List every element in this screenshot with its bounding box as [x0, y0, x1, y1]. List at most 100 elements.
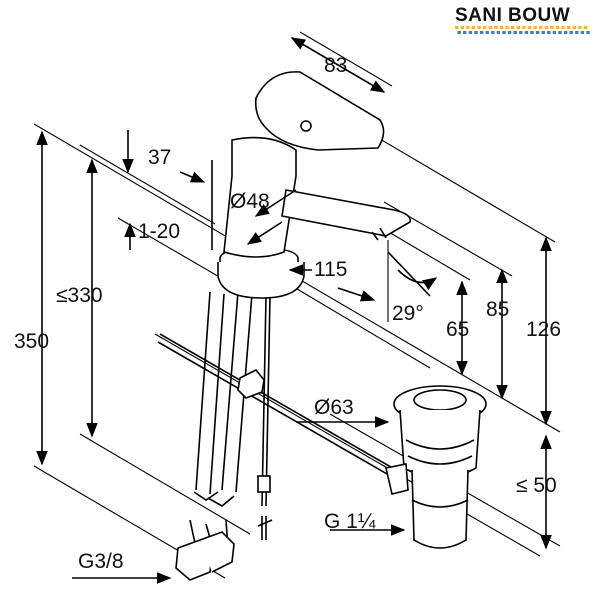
label-handle-width: 83	[324, 54, 347, 77]
brand-dot	[569, 31, 573, 34]
brand-dot	[494, 26, 498, 29]
label-spout-offset: 37	[148, 146, 171, 169]
dim-line-handle-width	[290, 37, 386, 93]
brand-dot	[511, 26, 515, 29]
brand-dot	[502, 31, 506, 34]
brand-dot	[530, 31, 534, 34]
popup-waste	[385, 385, 487, 549]
brand-dot	[471, 26, 476, 29]
spout	[281, 189, 411, 237]
hose-right	[195, 291, 225, 495]
brand-dot	[496, 31, 501, 34]
brand-dot	[555, 26, 560, 29]
brand-dot	[463, 31, 467, 34]
angle-leg	[387, 251, 431, 297]
brand-dot	[539, 26, 543, 29]
brand-name-part1: SANI	[455, 5, 502, 26]
brand-dot	[519, 31, 523, 34]
lift-rod-joint	[257, 475, 271, 493]
top-height-reference-line	[367, 131, 556, 243]
brand-dot	[535, 31, 540, 34]
brand-dot	[572, 26, 576, 29]
label-top-height: 126	[526, 318, 561, 341]
brand-dot	[533, 26, 537, 29]
waste-body-upper	[399, 409, 481, 479]
hose-nut-right	[199, 531, 235, 573]
brand-dot	[541, 31, 545, 34]
label-waste-thread: G 1¼	[324, 510, 376, 533]
waste-plug	[413, 389, 467, 411]
supply-hoses	[157, 291, 397, 581]
label-spout-angle: 29°	[392, 302, 424, 325]
brand-dot	[567, 26, 571, 29]
brand-dot	[483, 26, 487, 29]
pull-rod	[157, 333, 397, 479]
dim-line-diameter-48b	[246, 221, 283, 245]
brand-dot	[479, 31, 484, 34]
lift-rod	[261, 295, 271, 507]
brand-dot	[488, 26, 492, 29]
lift-rod-end	[257, 516, 273, 540]
brand-dot	[580, 31, 585, 34]
faucet	[217, 71, 411, 299]
label-body-diameter: Ø48	[230, 190, 270, 213]
waste-ring	[411, 499, 469, 508]
label-waste-diameter: Ø63	[314, 396, 354, 419]
brand-dot	[527, 26, 532, 29]
brand-dot	[563, 31, 568, 34]
brand-dot	[499, 26, 504, 29]
brand-dot	[477, 26, 481, 29]
brand-dot	[522, 26, 526, 29]
brand-dot	[550, 26, 554, 29]
brand-dot-strip	[455, 26, 590, 34]
waste-pivot	[385, 463, 409, 495]
dim-line-reach-right	[337, 287, 376, 302]
pull-rod-clamp	[237, 368, 265, 399]
deck-washer	[217, 262, 305, 299]
brand-dot	[466, 26, 470, 29]
dimension-labels: 83 37 Ø48 1-20 115 29° ≤330 350 65 85 12…	[14, 54, 561, 573]
dim-arc-angle	[397, 269, 438, 290]
brand-dot	[507, 31, 512, 34]
waste-thread-lines	[405, 439, 475, 465]
brand-dot	[485, 31, 489, 34]
brand-dot	[505, 26, 509, 29]
brand-dot	[457, 31, 461, 34]
brand-dot	[561, 26, 565, 29]
lever-handle	[254, 71, 385, 151]
label-total-height: 350	[14, 330, 49, 353]
deck-reference-line-upper	[79, 144, 216, 225]
label-deck-thickness: 1-20	[138, 220, 180, 243]
brand-dot	[460, 26, 464, 29]
brand-dot	[544, 26, 548, 29]
brand-dot	[578, 26, 582, 29]
label-outlet-height: 85	[486, 298, 509, 321]
brand-dot	[455, 26, 459, 29]
brand-dot	[552, 31, 557, 34]
dim-line-37-arrow	[179, 171, 206, 183]
label-spout-reach: 115	[314, 258, 347, 281]
faucet-body	[223, 136, 297, 258]
dimension-lines	[36, 37, 552, 584]
hose-break-mark	[193, 491, 235, 507]
spout-aerator	[371, 227, 387, 241]
brand-dot	[513, 31, 517, 34]
brand-logo: SANI BOUW	[455, 5, 590, 34]
brand-dot	[575, 31, 579, 34]
brand-dot	[583, 26, 588, 29]
deck-reference-line-lower	[79, 433, 251, 535]
label-spout-height: 65	[446, 318, 469, 341]
brand-dot	[491, 31, 495, 34]
brand-dot	[468, 31, 473, 34]
spout-reference-line	[281, 279, 431, 369]
waste-body-lower	[411, 469, 469, 549]
label-waste-depth: ≤ 50	[516, 474, 557, 497]
handle-indicator	[300, 120, 312, 132]
deck-reference-line-thin	[117, 217, 229, 283]
brand-dot	[586, 31, 590, 34]
label-total-height-max: ≤330	[56, 284, 103, 307]
brand-dot	[524, 31, 529, 34]
spout-height-reference-line	[381, 227, 471, 281]
label-supply-thread: G3/8	[78, 550, 124, 573]
